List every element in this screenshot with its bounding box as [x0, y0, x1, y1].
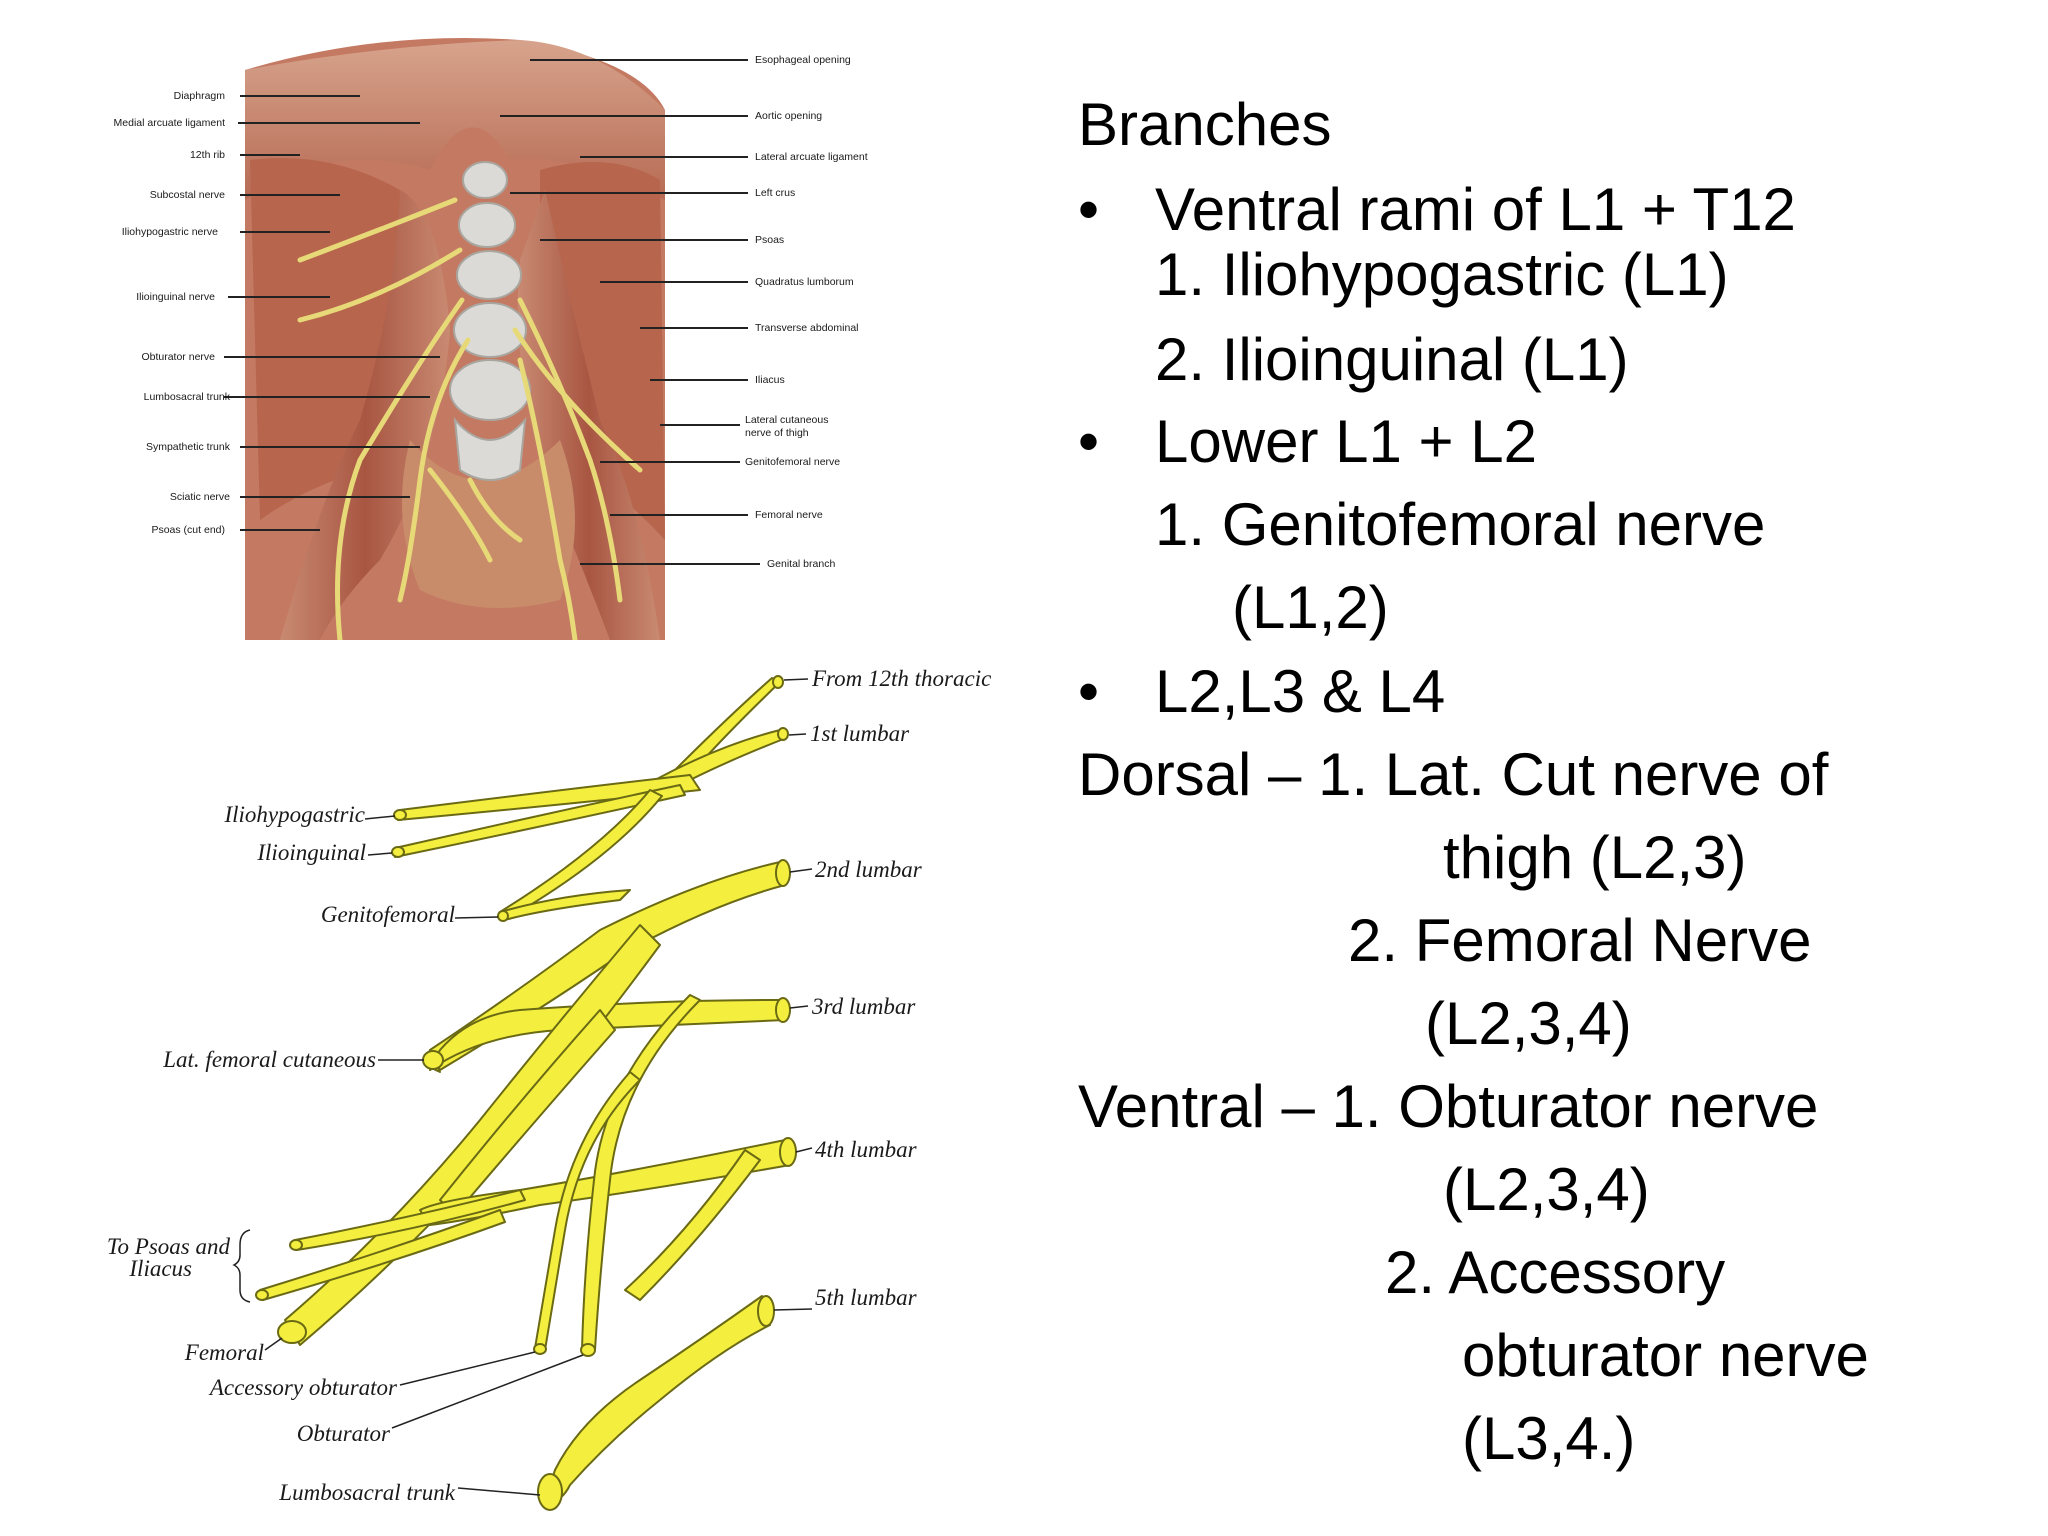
label-iliohypogastric: Iliohypogastric [223, 802, 365, 827]
posterior-abdominal-wall-dissection: Diaphragm Medial arcuate ligament 12th r… [114, 38, 868, 640]
diaphragm [245, 40, 665, 200]
pelvic-basin [402, 440, 575, 608]
bullet-2: • [1078, 408, 1100, 475]
label-aortic-opening: Aortic opening [755, 110, 822, 122]
bullet-1-text: Ventral rami of L1 + T12 [1155, 176, 1796, 243]
label-4th-lumbar: 4th lumbar [815, 1137, 918, 1162]
label-genitofemoral: Genitofemoral [321, 902, 455, 927]
label-5th-lumbar: 5th lumbar [815, 1285, 918, 1310]
label-to-psoas-and: To Psoas and [107, 1234, 231, 1259]
nerve-l4-down [624, 1149, 761, 1301]
nerve-lumbosacral-trunk [544, 1295, 771, 1502]
label-ilioinguinal: Ilioinguinal [256, 840, 366, 865]
label-nerve-of-thigh: nerve of thigh [745, 427, 809, 439]
label-quadratus-lumborum: Quadratus lumborum [755, 276, 854, 288]
label-from-12th-thoracic: From 12th thoracic [811, 666, 991, 691]
bullet-2-item-1b: (L1,2) [1232, 574, 1389, 641]
ventral-line-1: Ventral – 1. Obturator nerve [1078, 1073, 1819, 1140]
dorsal-line-2b: (L2,3,4) [1425, 990, 1632, 1057]
dorsal-line-1b: thigh (L2,3) [1443, 824, 1747, 891]
left-labels [224, 95, 440, 531]
right-psoas [517, 190, 660, 640]
dorsal-line-1: Dorsal – 1. Lat. Cut nerve of [1078, 741, 1829, 808]
label-genital-branch: Genital branch [767, 558, 835, 570]
label-2nd-lumbar: 2nd lumbar [815, 857, 923, 882]
label-esophageal-opening: Esophageal opening [755, 54, 851, 66]
dorsal-line-2: 2. Femoral Nerve [1348, 907, 1812, 974]
bullet-2-item-1a: 1. Genitofemoral nerve [1155, 491, 1766, 558]
left-psoas [280, 190, 450, 640]
left-label-text: Diaphragm Medial arcuate ligament 12th r… [114, 90, 231, 536]
label-lumbosacral-trunk: Lumbosacral trunk [278, 1480, 455, 1505]
label-accessory-obturator: Accessory obturator [208, 1375, 398, 1400]
label-iliohypogastric-nerve: Iliohypogastric nerve [122, 226, 218, 238]
label-femoral-nerve: Femoral nerve [755, 509, 823, 521]
bullet-3-text: L2,L3 & L4 [1155, 658, 1446, 725]
label-1st-lumbar: 1st lumbar [810, 721, 910, 746]
label-genitofemoral-nerve: Genitofemoral nerve [745, 456, 840, 468]
label-lateral-arcuate-ligament: Lateral arcuate ligament [755, 151, 868, 163]
label-psoas: Psoas [755, 234, 784, 246]
lumbar-plexus-diagram: From 12th thoracic 1st lumbar 2nd lumbar… [107, 666, 991, 1511]
right-label-text: Esophageal opening Aortic opening Latera… [745, 54, 868, 570]
label-sciatic-nerve: Sciatic nerve [170, 491, 230, 503]
label-iliacus: Iliacus [755, 374, 785, 386]
label-lumbosacral-trunk: Lumbosacral trunk [144, 391, 231, 403]
lumbar-nerves [297, 197, 643, 640]
label-iliacus: Iliacus [128, 1256, 192, 1281]
ventral-line-2c: (L3,4.) [1462, 1405, 1636, 1472]
plexus-leaders [232, 678, 813, 1496]
label-lat-femoral-cutaneous: Lat. femoral cutaneous [162, 1047, 376, 1072]
bullet-3: • [1078, 658, 1100, 725]
plexus-nerves [259, 677, 791, 1502]
label-obturator: Obturator [297, 1421, 391, 1446]
label-obturator-nerve: Obturator nerve [141, 351, 215, 363]
plexus-right-labels: From 12th thoracic 1st lumbar 2nd lumbar… [810, 666, 991, 1310]
label-diaphragm: Diaphragm [174, 90, 226, 102]
heading-branches: Branches [1078, 91, 1332, 158]
label-left-crus: Left crus [755, 187, 795, 199]
label-3rd-lumbar: 3rd lumbar [811, 994, 916, 1019]
bullet-2-text: Lower L1 + L2 [1155, 408, 1537, 475]
label-psoas-cut-end: Psoas (cut end) [151, 524, 225, 536]
bullet-1-item-1: 1. Iliohypogastric (L1) [1155, 241, 1729, 308]
ventral-line-2b: obturator nerve [1462, 1322, 1869, 1389]
label-transverse-abdominal: Transverse abdominal [755, 322, 859, 334]
label-12th-rib: 12th rib [190, 149, 225, 161]
ventral-line-1b: (L2,3,4) [1443, 1156, 1650, 1223]
label-medial-arcuate-ligament: Medial arcuate ligament [114, 117, 226, 129]
bullet-1: • [1078, 176, 1100, 243]
plexus-left-labels: Iliohypogastric Ilioinguinal Genitofemor… [107, 802, 456, 1505]
label-sympathetic-trunk: Sympathetic trunk [146, 441, 231, 453]
ventral-line-2: 2. Accessory [1385, 1239, 1726, 1306]
label-lateral-cutaneous: Lateral cutaneous [745, 414, 828, 426]
label-subcostal-nerve: Subcostal nerve [150, 189, 225, 201]
bullet-1-item-2: 2. Ilioinguinal (L1) [1155, 326, 1629, 393]
nerve-cut-ends [255, 675, 797, 1511]
right-labels [500, 59, 760, 565]
vertebral-column [449, 161, 531, 481]
label-femoral: Femoral [184, 1340, 264, 1365]
label-ilioinguinal-nerve: Ilioinguinal nerve [136, 291, 215, 303]
